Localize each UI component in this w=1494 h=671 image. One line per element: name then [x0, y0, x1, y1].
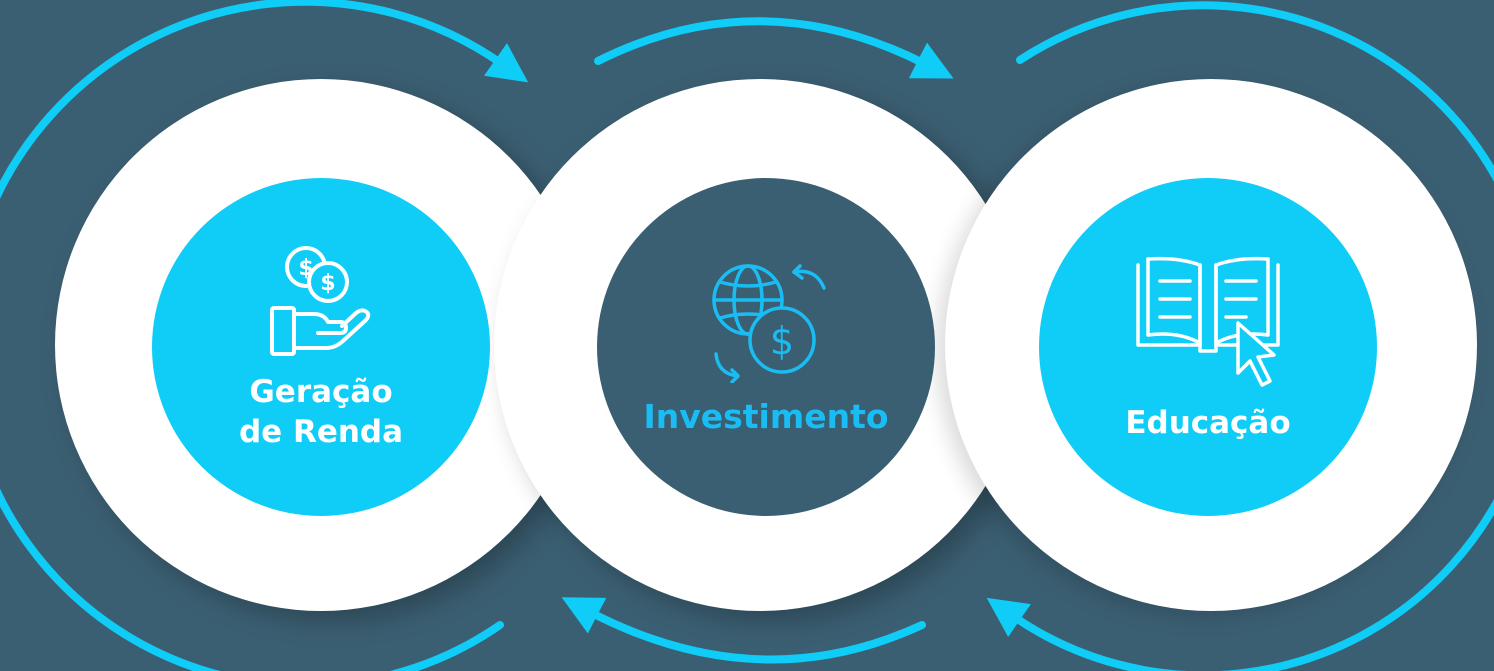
arrow-top-center [594, 17, 954, 79]
node-label: Investimento [643, 396, 889, 436]
node-educacao: Educação [1039, 178, 1377, 516]
book-cursor-icon [1128, 251, 1288, 391]
arrow-outer-right [986, 1, 1494, 671]
svg-text:$: $ [320, 271, 335, 296]
arrow-outer-left [0, 0, 529, 671]
arrow-bottom-right [561, 597, 926, 664]
node-label-line2: de Renda [238, 414, 404, 450]
node-label: Educação [1125, 405, 1291, 441]
svg-text:$: $ [770, 319, 794, 363]
node-investimento: $ Investimento [597, 178, 935, 516]
globe-dollar-icon: $ [696, 258, 836, 383]
node-geracao-de-renda: $ $ Geração de Renda [152, 178, 490, 516]
svg-text:$: $ [298, 256, 313, 281]
coins-hand-icon: $ $ [266, 242, 376, 362]
node-label-line1: Geração [249, 374, 393, 410]
